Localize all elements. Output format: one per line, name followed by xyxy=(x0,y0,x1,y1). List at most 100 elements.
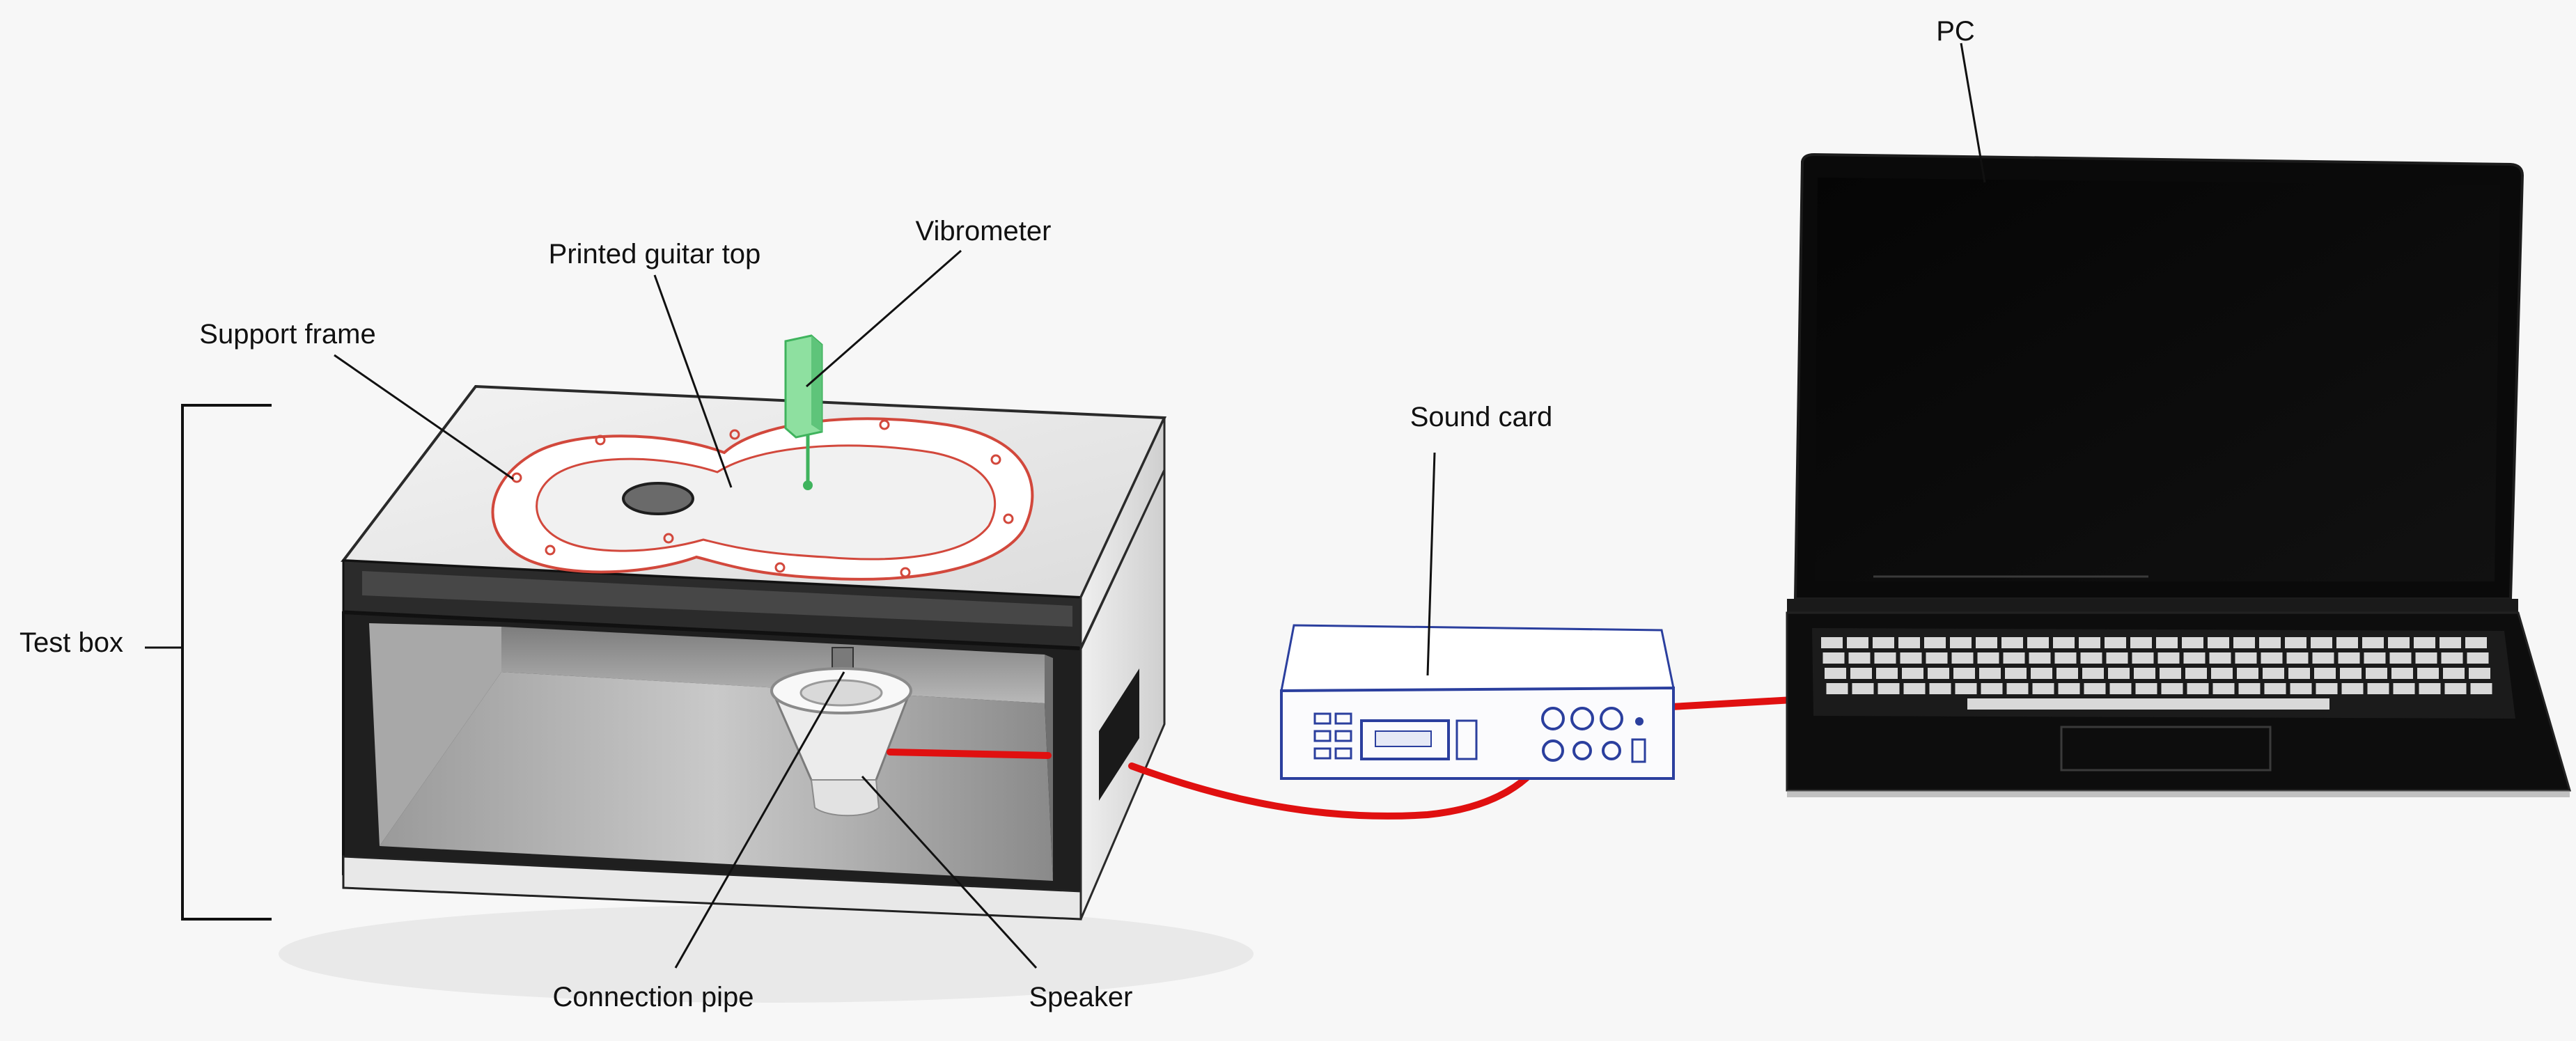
laptop-key xyxy=(1852,683,1874,694)
laptop-key xyxy=(2132,652,2154,664)
laptop-key xyxy=(2340,668,2362,679)
laptop-key xyxy=(2082,668,2104,679)
laptop-key xyxy=(2084,683,2106,694)
laptop-key xyxy=(1826,683,1848,694)
laptop-key xyxy=(2443,668,2465,679)
laptop-key xyxy=(2465,637,2487,648)
laptop-key xyxy=(1929,683,1951,694)
laptop-key xyxy=(1953,668,1975,679)
test-box-lid-front-shade xyxy=(362,571,1072,627)
laptop-key xyxy=(1926,652,1948,664)
laptop-key xyxy=(2209,652,2231,664)
laptop-key xyxy=(1924,637,1946,648)
frame-hole xyxy=(1003,513,1014,524)
sound-card-keypad xyxy=(1313,712,1352,760)
laptop-key xyxy=(2288,668,2310,679)
laptop-key xyxy=(2312,652,2334,664)
frame-hole xyxy=(595,435,606,446)
speaker xyxy=(770,647,912,817)
knob-icon xyxy=(1600,707,1623,730)
leader-connection-pipe xyxy=(674,671,845,969)
laptop-key xyxy=(2029,652,2051,664)
leader-speaker xyxy=(861,775,1038,969)
laptop-key xyxy=(2211,668,2233,679)
frame-hole xyxy=(545,545,556,556)
guitar-top-outline xyxy=(536,444,997,561)
cable-soundcard-to-pc xyxy=(1668,696,1797,710)
knob-icon xyxy=(1541,707,1565,730)
laptop-key xyxy=(2419,683,2441,694)
laptop-key xyxy=(2366,668,2387,679)
laptop-key xyxy=(2237,668,2258,679)
power-switch-icon xyxy=(1631,738,1646,763)
label-test-box: Test box xyxy=(19,627,123,658)
laptop-key xyxy=(1950,637,1972,648)
label-pc: PC xyxy=(1936,16,1975,47)
laptop-key xyxy=(2031,668,2052,679)
laptop-key xyxy=(2027,637,2049,648)
frame-hole xyxy=(879,419,890,430)
laptop-key xyxy=(2157,652,2180,664)
sound-card-display xyxy=(1360,719,1450,760)
label-sound-card: Sound card xyxy=(1410,402,1553,432)
laptop-key xyxy=(2105,637,2126,648)
laptop-key xyxy=(2441,652,2463,664)
laptop-key xyxy=(1876,668,1898,679)
floor-shadow xyxy=(279,905,1254,1003)
frame-hole xyxy=(990,454,1001,465)
laptop-key xyxy=(2134,668,2155,679)
laptop-key xyxy=(1951,652,1974,664)
laptop-key xyxy=(2311,637,2332,648)
laptop-key xyxy=(2001,637,2023,648)
laptop-key xyxy=(2367,683,2389,694)
laptop-key xyxy=(2108,668,2130,679)
laptop-key xyxy=(2469,668,2490,679)
laptop-key xyxy=(2440,637,2461,648)
laptop-key xyxy=(1902,668,1923,679)
laptop-key xyxy=(2417,668,2439,679)
label-connection-pipe: Connection pipe xyxy=(552,982,754,1012)
laptop-key xyxy=(2362,637,2384,648)
laptop-key xyxy=(1874,652,1896,664)
label-printed-guitar-top: Printed guitar top xyxy=(549,239,761,269)
speaker-base xyxy=(810,779,880,817)
laptop-key xyxy=(2106,652,2128,664)
laptop-shadow xyxy=(1787,790,2570,797)
side-port xyxy=(1099,668,1139,801)
laptop-key xyxy=(2364,652,2386,664)
laptop-key xyxy=(1967,698,2329,710)
laptop-key xyxy=(2444,683,2467,694)
label-support-frame: Support frame xyxy=(199,319,375,350)
laptop-key xyxy=(2238,683,2261,694)
vibrometer-point xyxy=(803,480,813,490)
laptop-key xyxy=(2056,668,2078,679)
laptop-key xyxy=(2341,683,2364,694)
laptop-key xyxy=(2032,683,2054,694)
laptop-key xyxy=(2006,683,2029,694)
laptop-key xyxy=(2156,637,2178,648)
laptop-key xyxy=(2388,637,2410,648)
laptop-key xyxy=(1903,683,1926,694)
laptop-key xyxy=(2208,637,2229,648)
support-frame xyxy=(491,417,1034,581)
jack-icon xyxy=(1542,739,1564,762)
laptop-key xyxy=(2005,668,2027,679)
sound-card xyxy=(1280,624,1675,780)
laptop-key xyxy=(2054,652,2077,664)
laptop-screen xyxy=(1815,178,2500,581)
laptop-key xyxy=(2058,683,2080,694)
laptop-key xyxy=(1825,668,1846,679)
laptop-trackpad xyxy=(2060,726,2272,772)
laptop-key xyxy=(2316,683,2338,694)
laptop xyxy=(1786,152,2571,797)
laptop-key xyxy=(1898,637,1920,648)
test-box-bracket xyxy=(181,404,272,921)
sound-card-switch xyxy=(1455,719,1478,760)
laptop-key xyxy=(2290,683,2312,694)
sound-card-top xyxy=(1280,624,1675,692)
laptop-key xyxy=(1850,668,1872,679)
sound-hole xyxy=(622,482,694,515)
leader-vibrometer xyxy=(806,249,962,388)
laptop-key xyxy=(2185,668,2207,679)
